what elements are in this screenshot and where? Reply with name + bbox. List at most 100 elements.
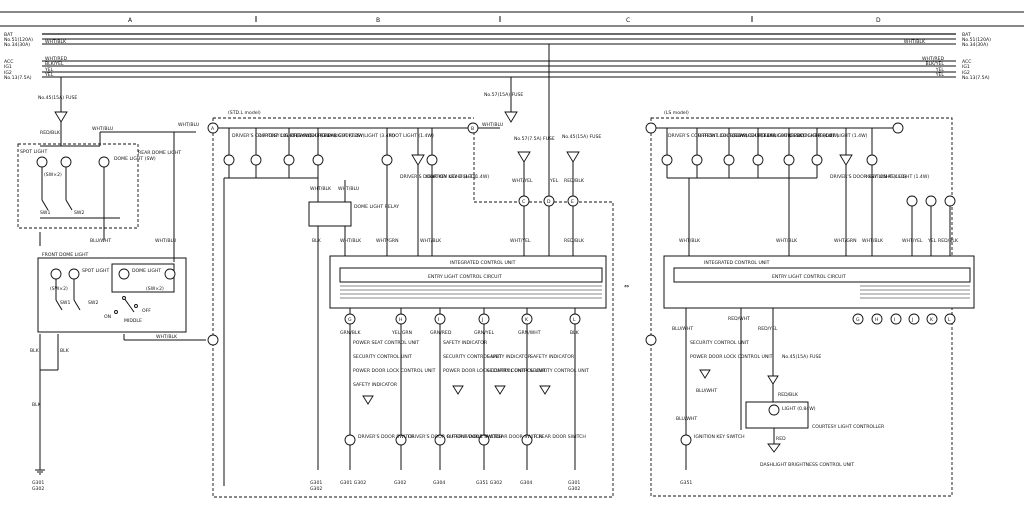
wire-label-blk-1: BLK (30, 348, 40, 354)
connector-i-letter: I (438, 317, 439, 323)
wire-label-grn-wht: GRN/WHT (518, 330, 541, 336)
sw-x2-label: (SW×2) (44, 172, 62, 178)
wire-label-wht-yel-c2: WHT/YEL (510, 238, 531, 244)
connector-f-r (645, 334, 657, 346)
front-dome-box (37, 257, 187, 333)
rail-left-acc: ACC (4, 59, 13, 65)
bulb-icon (381, 154, 393, 166)
ground-icon (35, 469, 45, 475)
ls-light-label: LIGHT (0.84W) (782, 406, 816, 412)
fdl-sw-x2: (SW×2) (50, 286, 68, 292)
ls-bottom-connectors: G H I J K L (852, 313, 956, 325)
wire-label-grn-red: GRN/RED (430, 330, 452, 336)
fuse-57-label: No.57(7.5A) FUSE (514, 136, 555, 142)
fdl-sw-x2b: (SW×2) (146, 286, 164, 292)
rail-wire-left-13: YEL (44, 72, 54, 78)
connector-f (207, 334, 219, 346)
light-4: R.REAR COURTESY LIGHT (3.4W) (320, 133, 395, 139)
rail-right-bat: BAT (962, 32, 971, 38)
ls-wire-red-wht: RED/WHT (728, 316, 750, 322)
bulb-icon (811, 154, 823, 166)
rail-wire-right-acc: WHT/RED (922, 56, 944, 62)
column-label-d: D (876, 17, 881, 24)
wire-label-wht-blu-3: WHT/BLU (178, 122, 199, 128)
connector-triangle-icon (362, 395, 374, 405)
switch-4: L.REAR DOOR SWITCH (491, 434, 542, 440)
wire-label-wht-blu: WHT/BLU (92, 126, 113, 132)
light-1: DRIVER'S COURTESY LIGHT (3.4W) (232, 133, 312, 139)
note-g-4: SAFETY INDICATOR (353, 382, 398, 388)
bulb-icon (283, 154, 295, 166)
switch-middle-label: MIDDLE (124, 318, 142, 324)
switch-2: DRIVER'S DOOR OUTER HANDLE SWITCH (408, 434, 502, 440)
ls-wire-red: RED (776, 436, 786, 442)
light-3: L.REAR COURTESY LIGHT (3.4W) (290, 133, 365, 139)
bulb-icon (312, 154, 324, 166)
ls-lights: DRIVER'S COURTESY LIGHT (3.4W) R.FRONT C… (661, 128, 929, 256)
wire-label-wht-grn-c: WHT/GRN (376, 238, 399, 244)
rail-right-13: No.13(7.5A) (962, 75, 990, 81)
note-k-1: SAFETY INDICATOR (530, 354, 575, 360)
connector-i-r-letter: I (894, 317, 895, 323)
bulb-icon (36, 156, 48, 168)
connector-k-r (926, 313, 938, 325)
switch-1-ground: G301 G302 (340, 480, 366, 486)
right-section: (LS model) DRIVER'S COURTESY LIGHT (3.4W… (645, 110, 975, 497)
connector-k-letter: K (525, 317, 529, 323)
note-j-1: SAFETY INDICATOR (487, 354, 532, 360)
ground-center-g302: G302 (310, 486, 322, 492)
std-model-frame (212, 118, 614, 498)
wire-label-blk-3: BLK (32, 402, 42, 408)
ls-wire-red-yel: RED/YEL (758, 326, 778, 332)
bulb-icon (661, 154, 673, 166)
fuse-icon (517, 151, 531, 163)
ls-wire-blu-wht-3: BLU/WHT (676, 416, 697, 422)
connector-j-letter: J (481, 317, 483, 323)
connector-b-letter: B (471, 126, 474, 132)
center-section: (STD.L model) A WHT/BLU B WHT/BLU DRIVER… (178, 44, 614, 498)
bulb-icon (60, 156, 72, 168)
wire-label-wht-blk-c2: WHT/BLK (340, 238, 362, 244)
ls-note-1: SECURITY CONTROL UNIT (690, 340, 749, 346)
light-7: IGNITION KEY LIGHT (1.4W) (426, 174, 489, 180)
ls-wire-yel: YEL (927, 238, 937, 244)
wire-label-blk-2: BLK (60, 348, 70, 354)
bulb-icon (866, 154, 878, 166)
ls-light-1: DRIVER'S COURTESY LIGHT (3.4W) (668, 133, 748, 139)
connector-l-r (944, 313, 956, 325)
fdl-dome-box (111, 263, 175, 293)
switch-4-ground: G351 G302 (476, 480, 502, 486)
connector-b-r (892, 122, 904, 134)
ls-light-5: L FOOT LIGHT (1.4W) (790, 133, 839, 139)
ls-light-4: R.REAR COURTESY LIGHT (3.4W) (759, 133, 834, 139)
dome-light-sw-label: DOME LIGHT (SW) (114, 156, 156, 162)
rail-wire-right-ig1: BLK/YEL (925, 61, 944, 67)
ground-l-g301: G301 (568, 480, 580, 486)
rail-left-ig2: IG2 (4, 70, 12, 76)
rail-right-ig1: IG1 (962, 64, 970, 70)
fuse-icon (566, 151, 580, 163)
led-icon (411, 154, 425, 166)
fuse-45-label: No.45(15A) FUSE (38, 95, 77, 101)
rail-left-34: No.34(30A) (4, 42, 30, 48)
switch-icon (344, 434, 356, 446)
fuse-57-top-label: No.57(15A) FUSE (484, 92, 523, 98)
ls-dash-unit: DASHLIGHT BRIGHTNESS CONTROL UNIT (760, 462, 854, 468)
light-5: FOOT LIGHT (1.4W) (389, 133, 434, 139)
connector-k-r-letter: K (930, 317, 934, 323)
bulb-icon (50, 268, 62, 280)
connector-j-r-letter: J (911, 317, 913, 323)
connector-g-r (852, 313, 864, 325)
ls-wire-blu-wht-2: BLU/WHT (696, 388, 717, 394)
connector-i (434, 313, 446, 325)
wire-label-wht-blk-c3: WHT/BLK (420, 238, 442, 244)
fuse-45-c-label: No.45(15A) FUSE (562, 134, 601, 140)
switch-icon (680, 434, 692, 446)
fuse-icon (504, 111, 518, 123)
bulb-icon (426, 154, 438, 166)
connector-j-r (908, 313, 920, 325)
bulb-icon (164, 268, 176, 280)
bulb-icon (223, 154, 235, 166)
ls-entry-light-circuit (673, 267, 971, 283)
